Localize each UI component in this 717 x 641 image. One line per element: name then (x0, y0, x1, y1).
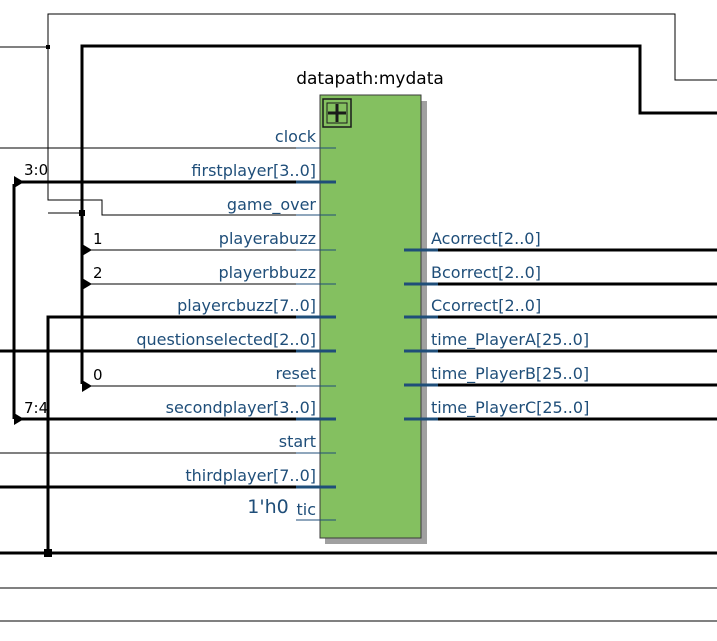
tap-arrow-reset (82, 380, 92, 392)
bus-label-firstplayer: 3:0 (24, 161, 48, 179)
port-time-playera: time_PlayerA[25..0] (431, 330, 589, 350)
output-port-stubs (404, 248, 438, 421)
port-thirdplayer: thirdplayer[7..0] (185, 466, 316, 485)
port-game-over: game_over (227, 195, 316, 215)
tap-arrow-playerabuzz (82, 244, 92, 256)
port-acorrect: Acorrect[2..0] (431, 229, 541, 248)
port-ccorrect: Ccorrect[2..0] (431, 296, 541, 315)
block-title: datapath:mydata (296, 69, 444, 89)
tap-arrow-firstplayer (14, 176, 24, 188)
input-port-stubs (296, 147, 336, 521)
bus-label-playerbbuzz: 2 (93, 264, 103, 282)
port-questionselected: questionselected[2..0] (136, 330, 316, 349)
background-wires (0, 13, 717, 622)
plus-box-icon[interactable] (322, 98, 352, 128)
port-secondplayer: secondplayer[3..0] (166, 398, 316, 417)
datapath-block[interactable] (319, 94, 427, 544)
tap-arrow-playerbbuzz (82, 278, 92, 290)
port-start: start (279, 432, 316, 451)
port-bcorrect: Bcorrect[2..0] (431, 263, 541, 282)
port-firstplayer: firstplayer[3..0] (191, 161, 316, 180)
port-playerabuzz: playerabuzz (219, 229, 316, 248)
port-tic: tic (296, 500, 316, 519)
port-clock: clock (275, 127, 317, 146)
bus-label-reset: 0 (93, 366, 103, 384)
bus-tap-arrows (14, 176, 92, 425)
bus-label-playerabuzz: 1 (93, 230, 103, 248)
tap-arrow-secondplayer (14, 413, 24, 425)
bus-label-secondplayer: 7:4 (24, 399, 48, 417)
port-playerbbuzz: playerbbuzz (218, 263, 316, 282)
port-time-playerb: time_PlayerB[25..0] (431, 364, 589, 384)
port-reset: reset (275, 364, 316, 383)
port-time-playerc: time_PlayerC[25..0] (431, 398, 589, 418)
port-playercbuzz: playercbuzz[7..0] (177, 296, 316, 315)
constant-value: 1'h0 (247, 496, 288, 518)
